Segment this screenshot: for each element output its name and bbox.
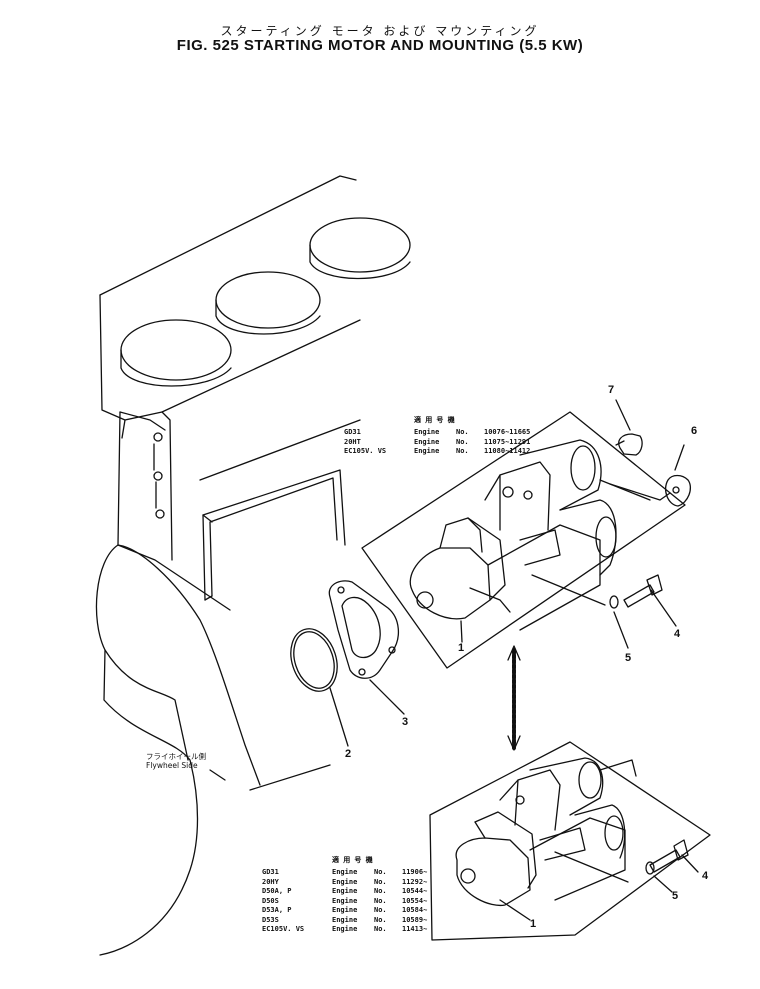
table-row: D53A, P Engine No. 10584~: [262, 906, 428, 914]
table-row: EC105V. VS Engine No. 11080~11412: [344, 447, 531, 455]
bolt-part4-upper: [623, 574, 677, 627]
figure-title: FIG. 525 STARTING MOTOR AND MOUNTING (5.…: [176, 37, 584, 54]
flywheel-side-label: フライホイール側 Flywheel Side: [146, 752, 206, 770]
table-row: D50A, P Engine No. 10544~: [262, 887, 428, 895]
callout-5-lower: 5: [672, 890, 679, 902]
leader-5-lower: [554, 851, 629, 883]
callout-4-lower: 4: [702, 870, 709, 882]
figure-title-japanese: スターティング モータ および マウンティング: [220, 24, 540, 38]
table-row: D53S Engine No. 10589~: [262, 915, 428, 924]
callout-5-upper: 5: [625, 652, 632, 664]
applicability-header-upper: 適 用 号 機: [414, 416, 455, 424]
o-ring-part2: [290, 628, 349, 747]
callout-7: 7: [608, 384, 615, 396]
gasket-part3: [328, 580, 405, 715]
terminal-cover-part6: [664, 444, 692, 507]
flywheel-side-label-en: Flywheel Side: [146, 761, 198, 770]
table-row: GD31 Engine No. 10076~11665: [344, 428, 531, 436]
callout-6: 6: [691, 425, 698, 437]
callout-2: 2: [345, 748, 352, 760]
leader-1-lower: [499, 899, 531, 921]
table-row: GD31 Engine No. 11906~: [262, 868, 428, 876]
interchange-arrow: [507, 645, 521, 751]
leader-7: [615, 440, 625, 446]
callout-3: 3: [402, 716, 409, 728]
upper-assembly-frame: [361, 411, 686, 669]
leader-5-upper: [531, 574, 606, 606]
lower-assembly-frame: [429, 741, 711, 941]
table-row: 20HY Engine No. 11292~: [262, 877, 428, 886]
leader-1-upper: [460, 620, 463, 643]
washer-part5-upper: [609, 595, 629, 649]
flywheel-pointer: [209, 769, 226, 781]
starting-motor-upper: [409, 439, 651, 631]
cap-part7: [615, 399, 643, 456]
applicability-table-upper: 適 用 号 機 GD31 Engine No. 10076~11665 20HT…: [344, 416, 531, 457]
bolt-part4-lower: [649, 839, 699, 873]
applicability-table-lower: 適 用 号 機 GD31 Engine No. 11906~ 20HY Engi…: [262, 856, 428, 935]
washer-part5-lower: [645, 861, 673, 893]
callout-4-upper: 4: [674, 628, 681, 640]
engine-block: [95, 175, 411, 956]
callout-1-upper: 1: [458, 642, 465, 654]
callout-1-lower: 1: [530, 918, 537, 930]
flywheel-side-label-jp: フライホイール側: [146, 752, 206, 761]
applicability-header-lower: 適 用 号 機: [332, 856, 373, 864]
table-row: 20HT Engine No. 11075~11291: [344, 437, 531, 446]
starting-motor-lower: [455, 757, 637, 907]
table-row: D50S Engine No. 10554~: [262, 896, 428, 905]
table-row: EC105V. VS Engine No. 11413~: [262, 925, 428, 933]
